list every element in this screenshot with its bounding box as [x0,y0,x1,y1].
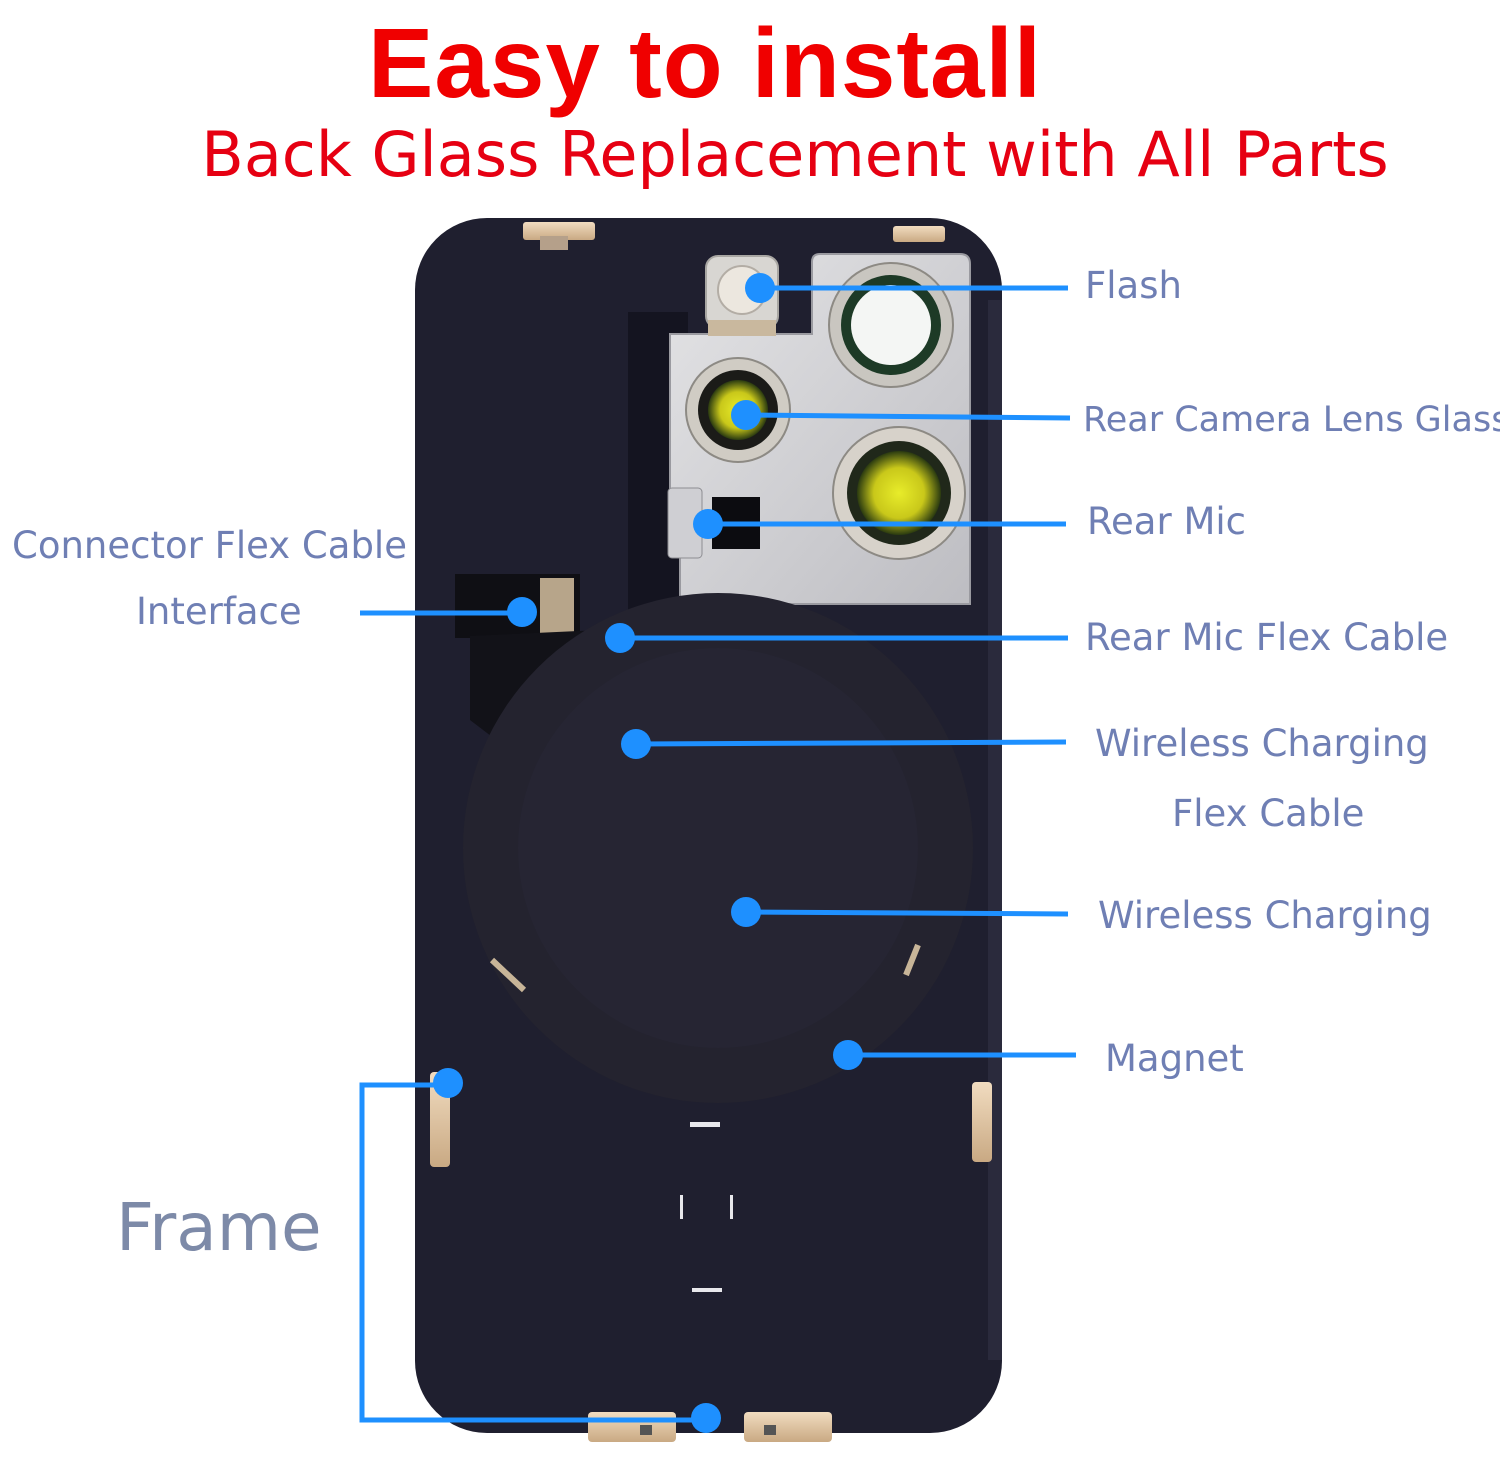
side-clip-right [972,1082,992,1162]
callout-frame [359,1068,721,1433]
lens-bottom-right [832,426,966,560]
callout-magnet [833,1040,1076,1070]
callout-rear-mic [693,509,1066,539]
callout-wireless-charging-flex-cable [621,729,1067,759]
label-flash: Flash [1085,264,1182,307]
top-clip-right [893,226,945,242]
callout-flash [745,273,1068,303]
label-rear-mic: Rear Mic [1087,500,1247,543]
label-rear-mic-flex-cable: Rear Mic Flex Cable [1085,616,1449,659]
label-wireless-charging-flex-line2: Flex Cable [1172,792,1365,835]
label-frame: Frame [116,1189,322,1266]
label-magnet: Magnet [1105,1037,1244,1080]
top-clip-left [523,222,595,250]
label-connector-interface: Interface [136,590,302,633]
coil-marker-right [903,943,921,977]
bottom-clip-right [744,1412,832,1442]
wireless-charging-inner [518,648,918,1048]
coil-marker-left [489,957,527,993]
label-wireless-charging-flex-line1: Wireless Charging [1095,722,1429,765]
callout-connector-flex-cable [360,597,537,627]
page-subtitle: Back Glass Replacement with All Parts [201,118,1389,191]
phone-edge-shadow [988,300,1002,1360]
callout-rear-mic-flex-cable [605,623,1068,653]
label-rear-camera-lens-glass: Rear Camera Lens Glass [1083,400,1500,440]
page-title: Easy to install [367,8,1042,118]
callout-rear-camera-lens-glass [731,400,1071,430]
label-wireless-charging: Wireless Charging [1098,894,1432,937]
callout-wireless-charging [731,897,1069,927]
label-connector-flex-cable: Connector Flex Cable [12,524,407,567]
bottom-clip-left [588,1412,676,1442]
lens-top-right [828,262,954,388]
magnet-strip [680,1122,733,1292]
